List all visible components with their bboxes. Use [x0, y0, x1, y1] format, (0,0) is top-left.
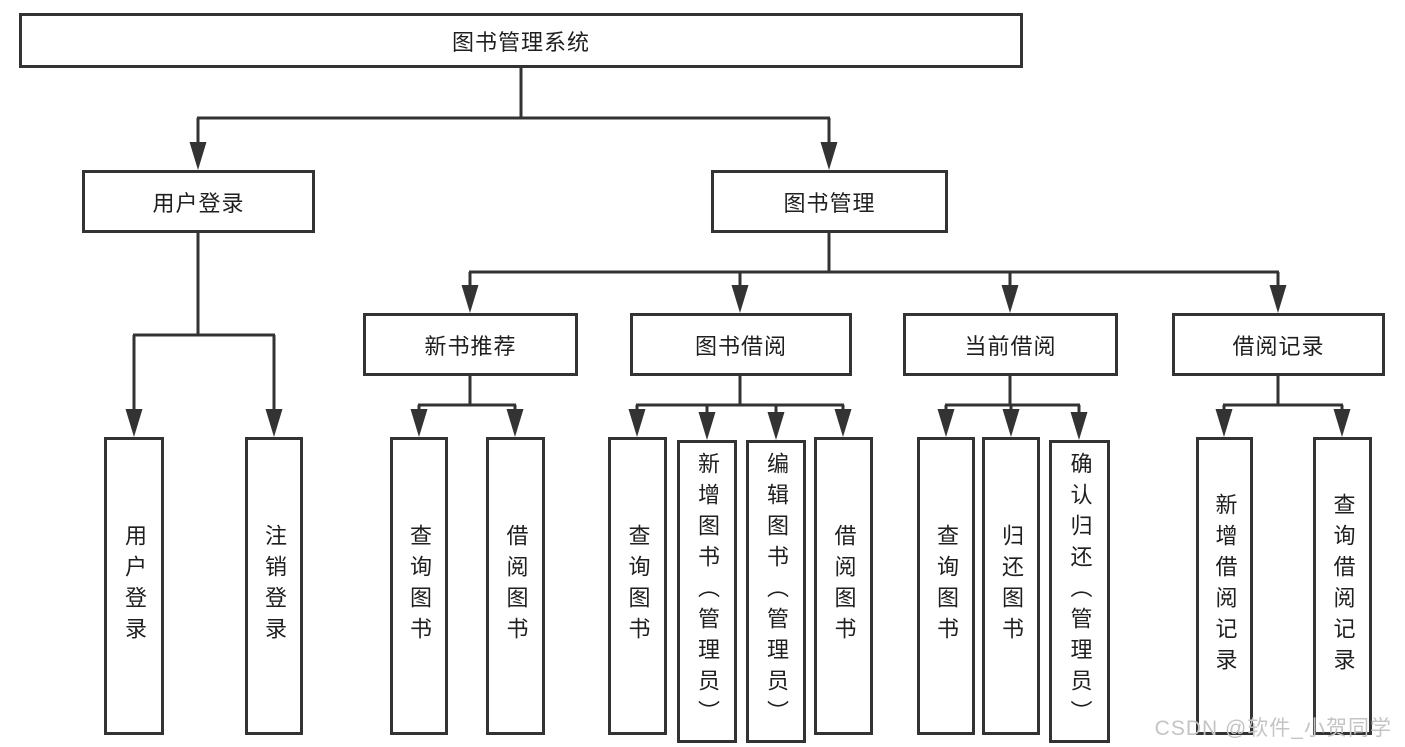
leaf-user-login: 用户登录 [104, 437, 164, 735]
leaf-borrowing-query-books: 查询图书 [608, 437, 667, 735]
leaf-recommend-query-books: 查询图书 [390, 437, 448, 735]
node-book-borrowing: 图书借阅 [630, 313, 852, 376]
leaf-recommend-borrow-books: 借阅图书 [486, 437, 545, 735]
leaf-logout-login: 注销登录 [245, 437, 303, 735]
leaf-label: 编辑图书（管理员） [764, 452, 789, 731]
leaf-label: 新增图书（管理员） [695, 452, 720, 731]
leaf-current-confirm-return-admin: 确认归还（管理员） [1049, 440, 1110, 743]
node-root: 图书管理系统 [19, 13, 1023, 68]
leaf-label: 注销登录 [262, 524, 287, 648]
leaf-label: 借阅图书 [503, 524, 529, 648]
leaf-label: 归还图书 [999, 524, 1024, 648]
leaf-label: 确认归还（管理员） [1067, 452, 1093, 731]
node-new-book-recommendation: 新书推荐 [363, 313, 578, 376]
leaf-label: 查询图书 [407, 524, 432, 648]
leaf-current-return-books: 归还图书 [982, 437, 1040, 735]
leaf-label: 新增借阅记录 [1212, 493, 1238, 679]
leaf-borrowing-edit-books-admin: 编辑图书（管理员） [746, 440, 806, 743]
leaf-label: 查询图书 [625, 524, 651, 648]
leaf-label: 查询图书 [934, 524, 959, 648]
node-book-management: 图书管理 [711, 170, 948, 233]
leaf-borrowing-add-books-admin: 新增图书（管理员） [677, 440, 737, 743]
node-borrowing-records: 借阅记录 [1172, 313, 1385, 376]
node-current-borrowing: 当前借阅 [903, 313, 1118, 376]
leaf-label: 借阅图书 [831, 524, 857, 648]
leaf-current-query-books: 查询图书 [917, 437, 975, 735]
node-user-login: 用户登录 [82, 170, 315, 233]
leaf-records-add-borrow-record: 新增借阅记录 [1196, 437, 1253, 735]
leaf-label: 查询借阅记录 [1330, 493, 1356, 679]
leaf-label: 用户登录 [122, 524, 147, 648]
leaf-borrowing-borrow-books: 借阅图书 [814, 437, 873, 735]
csdn-watermark: CSDN @软件_小贺同学 [1154, 717, 1392, 740]
leaf-records-query-borrow-record: 查询借阅记录 [1313, 437, 1372, 735]
